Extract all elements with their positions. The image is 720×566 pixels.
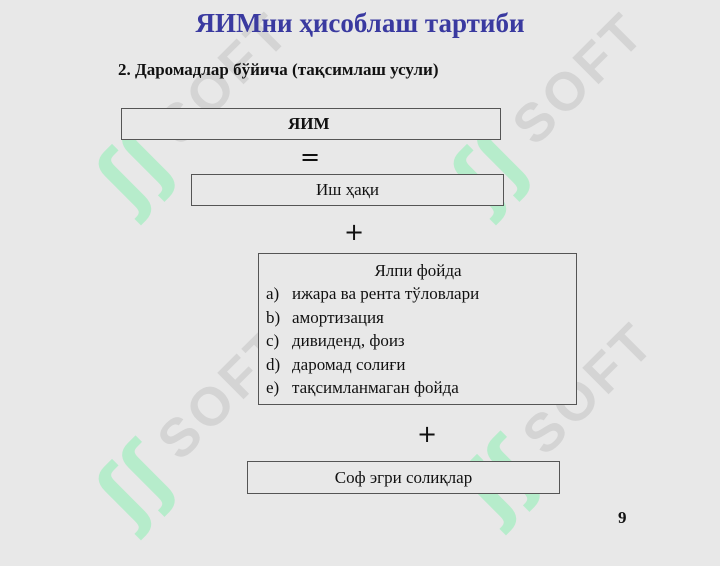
- gross-profit-box: Ялпи фойда a) ижара ва рента тўловлари b…: [258, 253, 577, 405]
- list-item: e) тақсимланмаган фойда: [266, 376, 570, 400]
- list-marker: c): [266, 331, 280, 350]
- list-item-text: дивиденд, фоиз: [292, 331, 405, 350]
- gross-profit-heading: Ялпи фойда: [374, 261, 462, 280]
- list-marker: e): [266, 378, 280, 397]
- list-item-text: ижара ва рента тўловлари: [292, 284, 480, 303]
- plus-sign: +: [417, 420, 438, 448]
- list-marker: d): [266, 354, 281, 374]
- net-indirect-taxes-box: Соф эгри солиқлар: [247, 461, 560, 494]
- list-item: b) амортизация: [266, 306, 570, 330]
- list-marker: b): [266, 307, 281, 327]
- list-marker: a): [266, 284, 280, 303]
- equals-sign: =: [300, 143, 321, 171]
- slide-title: ЯИМни ҳисоблаш тартиби: [195, 8, 525, 38]
- gross-profit-list: a) ижара ва рента тўловлари b) амортизац…: [266, 282, 570, 400]
- net-indirect-taxes-label: Соф эгри солиқлар: [334, 468, 473, 487]
- list-item-text: амортизация: [292, 307, 384, 327]
- plus-sign: +: [344, 218, 365, 246]
- slide-subtitle: 2. Даромадлар бўйича (тақсимлаш усули): [118, 60, 439, 79]
- page-number: 9: [618, 508, 627, 527]
- list-item-text: даромад солиғи: [292, 354, 406, 374]
- list-item: a) ижара ва рента тўловлари: [266, 282, 570, 306]
- wages-box: Иш ҳақи: [191, 174, 504, 206]
- list-item: c) дивиденд, фоиз: [266, 329, 570, 353]
- gdp-label: ЯИМ: [288, 114, 330, 133]
- gdp-box: ЯИМ: [121, 108, 501, 140]
- wages-label: Иш ҳақи: [315, 180, 380, 199]
- watermark-logo-icon: ʃʃ: [78, 426, 192, 540]
- list-item-text: тақсимланмаган фойда: [292, 378, 459, 397]
- list-item: d) даромад солиғи: [266, 353, 570, 377]
